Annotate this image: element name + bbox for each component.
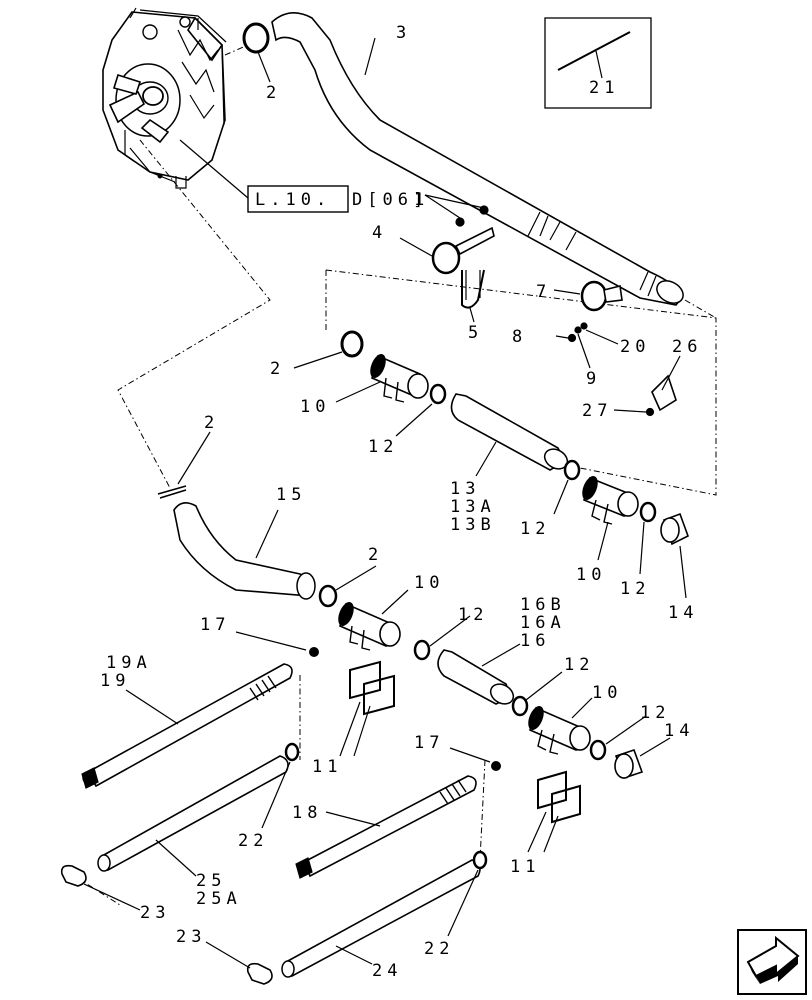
callout-23-left: 23: [140, 903, 170, 923]
callout-2-mid: 2: [368, 545, 383, 565]
callout-16A: 16A: [520, 613, 566, 633]
bracket-26: 27: [582, 355, 681, 421]
callout-14-upper: 14: [668, 603, 698, 623]
callout-7: 7: [536, 282, 551, 302]
arrow-right-icon: [746, 935, 800, 984]
upper-manifold: 2 10 12 13 13A 13B 12 10 12: [270, 330, 698, 623]
callout-15: 15: [276, 485, 306, 505]
callout-21: 21: [589, 78, 619, 98]
callout-13: 13: [450, 479, 480, 499]
callout-10-upper-right: 10: [576, 565, 606, 585]
callout-11-left: 11: [312, 757, 342, 777]
callout-13B: 13B: [450, 515, 496, 535]
elbow-15: 2 15 2: [157, 413, 383, 608]
callout-17-right: 17: [414, 733, 444, 753]
callout-10-lower: 10: [592, 683, 622, 703]
callout-12-upper-right: 12: [620, 579, 650, 599]
callout-12-lower-right: 12: [640, 703, 670, 723]
callout-25: 25: [196, 871, 226, 891]
callout-23-right: 23: [176, 927, 206, 947]
clamp-7: 7: [536, 280, 623, 312]
callout-26: 26: [672, 337, 702, 357]
callout-24: 24: [372, 961, 402, 981]
callout-2-upper: 2: [270, 359, 285, 379]
callout-12-mid-left: 12: [458, 605, 488, 625]
clamp-ring-2-top: 2: [242, 22, 281, 103]
reference-boxed-code: L.10.: [255, 190, 331, 210]
callout-18: 18: [292, 803, 322, 823]
callout-13A: 13A: [450, 497, 496, 517]
reference-suffix: D[06]: [352, 190, 428, 210]
hardware-8-9-20: 8 9 20 26: [512, 322, 702, 389]
callout-9: 9: [586, 369, 601, 389]
callout-22-right: 22: [424, 939, 454, 959]
duct-3: [271, 12, 684, 306]
callout-16B: 16B: [520, 595, 566, 615]
u-bracket-5: 5: [461, 269, 485, 343]
callout-14-lower: 14: [664, 721, 694, 741]
callout-2-left: 2: [204, 413, 219, 433]
next-page-button[interactable]: [737, 929, 807, 995]
callout-16: 16: [520, 631, 550, 651]
callout-10-upper: 10: [300, 397, 330, 417]
callout-17-left: 17: [200, 615, 230, 635]
callout-12-upper-mid: 12: [520, 519, 550, 539]
callout-12-upper-left: 12: [368, 437, 398, 457]
callout-1: 1: [414, 190, 429, 210]
callout-10-mid: 10: [414, 573, 444, 593]
callout-11-right: 11: [510, 857, 540, 877]
middle-manifold: 10 17 11 12 16B 16A 16 12 10 17: [200, 573, 694, 877]
callout-25A: 25A: [196, 889, 242, 909]
callout-19: 19: [100, 671, 130, 691]
callout-20: 20: [620, 337, 650, 357]
callout-27: 27: [582, 401, 612, 421]
distribution-tubes: 19A 19 22 25 25A 23 18 22 24 23: [60, 653, 488, 985]
clamp-4: 4: [372, 223, 495, 275]
callout-2-top: 2: [266, 83, 281, 103]
callout-8: 8: [512, 327, 527, 347]
callout-5: 5: [468, 323, 483, 343]
callout-22-left: 22: [238, 831, 268, 851]
callout-3: 3: [396, 23, 411, 43]
callout-19A: 19A: [106, 653, 152, 673]
callout-12-mid: 12: [564, 655, 594, 675]
fan-housing: [102, 7, 227, 189]
callout-4: 4: [372, 223, 387, 243]
item-21-inset: 21: [544, 17, 652, 109]
reference-link[interactable]: L.10. D[06]: [179, 139, 428, 213]
